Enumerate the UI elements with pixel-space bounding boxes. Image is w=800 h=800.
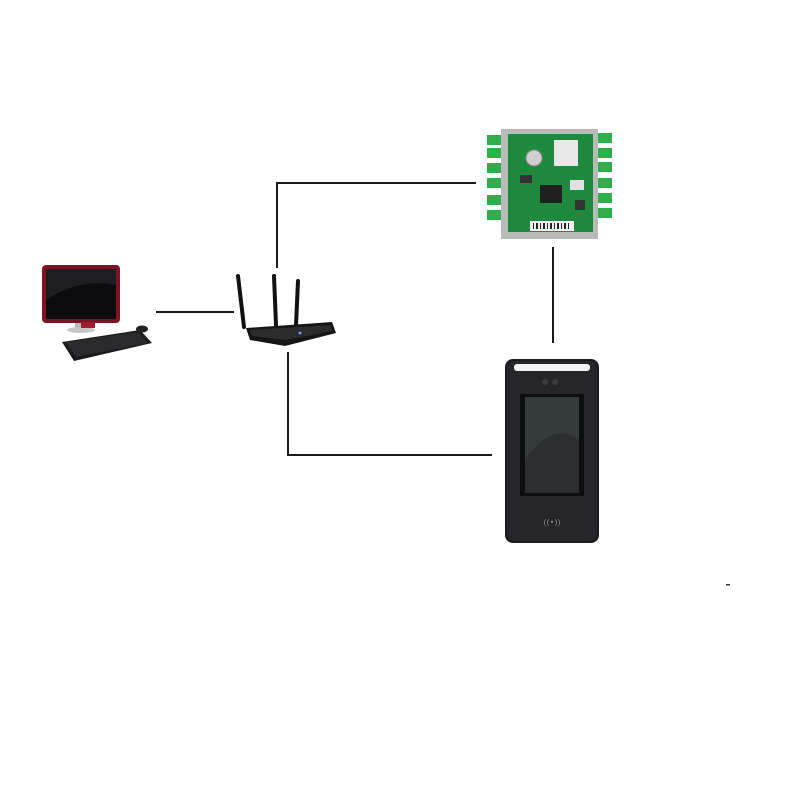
link-router-controller bbox=[276, 182, 476, 268]
svg-text:((•)): ((•)) bbox=[543, 518, 560, 527]
face-recognition-terminal-icon: ((•)) bbox=[505, 359, 599, 543]
access-control-board-icon bbox=[487, 129, 612, 239]
desktop-computer-icon bbox=[42, 265, 152, 361]
wifi-router-icon bbox=[236, 274, 336, 346]
stray-mark bbox=[726, 584, 730, 586]
connection-lines bbox=[156, 182, 554, 456]
link-router-terminal bbox=[287, 352, 492, 456]
